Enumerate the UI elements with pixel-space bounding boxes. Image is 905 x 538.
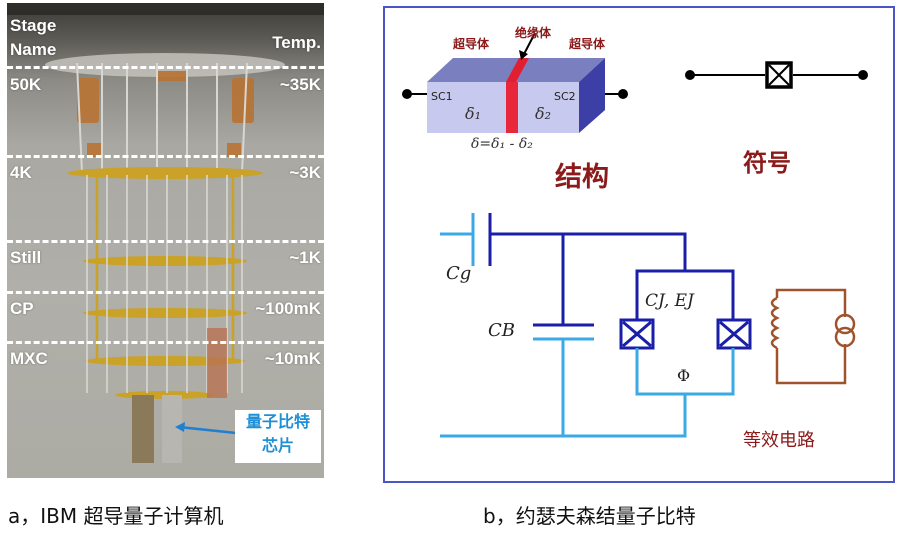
- insulator-front: [506, 82, 518, 133]
- stage-divider-50k: [7, 66, 324, 69]
- stage-divider-mxc: [7, 341, 324, 344]
- block-front-face: [427, 82, 579, 133]
- structure-title: 结构: [555, 162, 609, 193]
- phase-equation: δ=δ₁ - δ₂: [471, 136, 533, 152]
- qubit-chip-label-line2: 芯片: [261, 436, 294, 455]
- ground-rail: [440, 394, 687, 438]
- circuit-title: 等效电路: [743, 430, 815, 451]
- ibm-cryostat-photo: Stage Name Temp. 50K ~35K 4K ~3K Still ~…: [7, 3, 324, 478]
- stage-temp-mxc: ~10mK: [264, 349, 321, 368]
- stage-divider-cp: [7, 291, 324, 294]
- squid-top: [635, 269, 735, 320]
- insulator-top: [506, 58, 529, 82]
- structure-terminal-left: [402, 89, 412, 99]
- stage-temp-4k: ~3K: [289, 163, 321, 182]
- qubit-chip-label-line1: 量子比特: [245, 412, 310, 431]
- cj-ej-label: CJ, EJ: [645, 291, 694, 311]
- junction-symbol: [685, 61, 868, 89]
- superconductor-left-label: 超导体: [453, 37, 490, 51]
- stage-name-mxc: MXC: [10, 349, 48, 368]
- caption-a: a，IBM 超导量子计算机: [8, 504, 224, 528]
- junction-structure: [402, 32, 628, 133]
- stage-name-cp: CP: [10, 299, 34, 318]
- cryostat-illustration: [7, 3, 324, 463]
- stage-divider-4k: [7, 155, 324, 158]
- stage-divider-still: [7, 240, 324, 243]
- structure-terminal-right: [618, 89, 628, 99]
- block-side-face: [579, 58, 605, 133]
- stage-name-header-line1: Stage: [10, 16, 57, 35]
- stage-temp-50k: ~35K: [279, 75, 321, 94]
- cg-label: Cg: [446, 263, 472, 284]
- superconductor-right-label: 超导体: [569, 37, 606, 51]
- resonator-icon: [770, 288, 856, 385]
- josephson-diagram: [402, 32, 868, 438]
- delta1-label: δ₁: [465, 104, 482, 123]
- stage-name-still: Still: [10, 248, 42, 267]
- cb-label: CB: [488, 320, 515, 341]
- symbol-title: 符号: [743, 149, 791, 177]
- stage-name-4k: 4K: [10, 163, 32, 182]
- stage-name-header-line2: Name: [10, 40, 57, 59]
- caption-b: b，约瑟夫森结量子比特: [483, 504, 696, 528]
- symbol-terminal-right: [858, 70, 868, 80]
- flux-label: Φ: [677, 366, 691, 385]
- temp-header: Temp.: [272, 33, 321, 52]
- stage-temp-still: ~1K: [289, 248, 321, 267]
- insulator-label: 绝缘体: [515, 26, 552, 40]
- stage-temp-cp: ~100mK: [255, 299, 321, 318]
- top-rail: [490, 232, 687, 271]
- sc1-label: SC1: [431, 90, 453, 103]
- equivalent-circuit: [440, 213, 856, 438]
- qubit-chip-label: 量子比特 芯片: [235, 410, 321, 463]
- delta2-label: δ₂: [535, 104, 552, 123]
- sc2-label: SC2: [554, 90, 576, 103]
- josephson-panel: 超导体 绝缘体 超导体 SC1 SC2 δ₁ δ₂ δ=δ₁ - δ₂ 结构 符…: [383, 6, 895, 483]
- insulator-arrow: [522, 32, 536, 57]
- stage-name-50k: 50K: [10, 75, 42, 94]
